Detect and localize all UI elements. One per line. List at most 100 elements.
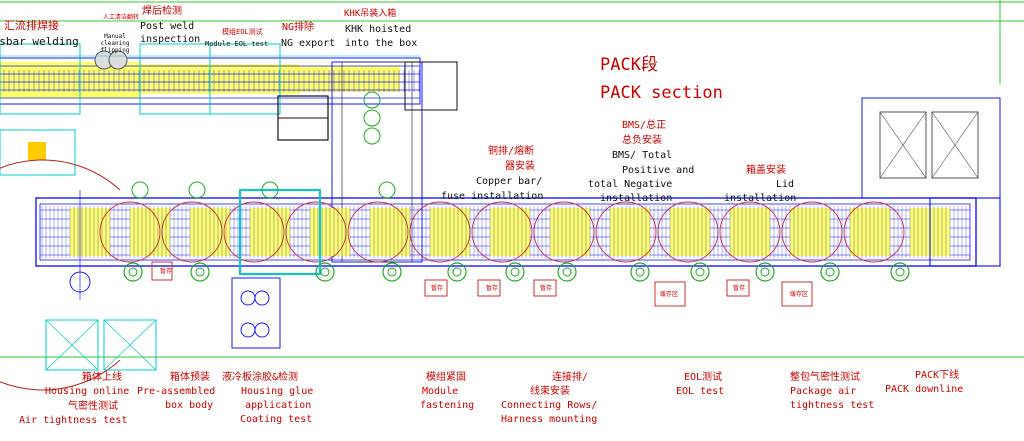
storage-box-label: 暂存 bbox=[733, 285, 746, 292]
robot-base bbox=[890, 262, 910, 282]
glue-application-cell bbox=[239, 189, 321, 275]
eol-cell bbox=[209, 43, 281, 115]
robot-base-top bbox=[378, 181, 396, 199]
storage-box bbox=[151, 261, 173, 281]
label-package-air-en2: tightness test bbox=[790, 400, 875, 411]
robot-base bbox=[557, 262, 577, 282]
label-fastening-en2: fastening bbox=[420, 400, 475, 411]
storage-box bbox=[654, 281, 686, 307]
glue-robot-base bbox=[231, 277, 281, 349]
air-tight-bay bbox=[103, 319, 157, 371]
air-tight-bay-cross bbox=[103, 319, 157, 371]
label-housing-online-cn: 箱体上线 bbox=[82, 372, 122, 383]
robot-base-inner bbox=[825, 267, 835, 277]
label-ng-cn: NG排除 bbox=[282, 22, 315, 33]
label-khk-en1: KHK hoisted bbox=[345, 24, 412, 35]
housing-turntable-arc bbox=[0, 159, 121, 391]
top-conveyor-yellow-c bbox=[300, 66, 400, 92]
station-circle bbox=[843, 201, 905, 263]
label-busbar-welding-en: busbar welding bbox=[0, 35, 79, 48]
glue-robot-joint bbox=[254, 322, 270, 338]
label-air-tight-cn: 气密性测试 bbox=[68, 401, 118, 412]
welding-aux bbox=[0, 129, 76, 176]
label-khk-cn: KHK吊装入箱 bbox=[344, 9, 397, 19]
downline-bay-cross bbox=[931, 111, 979, 179]
label-bms-en1: BMS/ Total bbox=[612, 150, 673, 161]
label-glue-cn: 液冷板涂胶&检测 bbox=[222, 372, 299, 383]
robot-base bbox=[315, 262, 335, 282]
label-copper-en1: Copper bar/ bbox=[476, 176, 543, 187]
label-bms-en4: installation bbox=[600, 193, 673, 204]
label-lid-en2: installation bbox=[724, 193, 797, 204]
label-glue-en3: Coating test bbox=[240, 414, 313, 425]
label-housing-online-en: Housing online bbox=[45, 386, 130, 397]
robot-base bbox=[190, 262, 210, 282]
robot-base bbox=[630, 262, 650, 282]
storage-box bbox=[726, 279, 750, 297]
robot-base bbox=[505, 262, 525, 282]
khk-box bbox=[404, 61, 458, 111]
label-preassembled-en2: box body bbox=[165, 400, 214, 411]
label-bms-en2: Positive and bbox=[622, 165, 695, 176]
label-ng-en: NG export bbox=[281, 38, 336, 49]
station-circle bbox=[719, 201, 781, 263]
label-glue-en2: application bbox=[245, 400, 312, 411]
station-circle bbox=[471, 201, 533, 263]
downline-gantry bbox=[861, 97, 1001, 199]
label-harness-en2: Harness mounting bbox=[501, 414, 598, 425]
welding-cell bbox=[0, 43, 81, 115]
manual-flip-robot bbox=[108, 50, 128, 70]
label-harness-cn1: 连接排/ bbox=[552, 372, 589, 383]
welding-aux-yellow bbox=[28, 142, 46, 160]
label-module-eol-cn: 模组EOL测试 bbox=[222, 28, 263, 36]
khk-gripper bbox=[363, 109, 381, 127]
robot-base-inner bbox=[635, 267, 645, 277]
label-air-tight-en: Air tightness test bbox=[19, 415, 128, 426]
robot-base bbox=[382, 262, 402, 282]
storage-box bbox=[533, 279, 557, 297]
robot-base-top bbox=[131, 181, 149, 199]
glue-robot-joint bbox=[240, 290, 256, 306]
robot-base-inner bbox=[895, 267, 905, 277]
station-circle bbox=[99, 201, 161, 263]
storage-box-label: 暂存 bbox=[540, 285, 553, 292]
downline-bay bbox=[931, 111, 979, 179]
label-pack-downline-en: PACK downline bbox=[885, 384, 964, 395]
station-circle bbox=[595, 201, 657, 263]
label-harness-cn2: 线束安装 bbox=[530, 386, 570, 397]
storage-box bbox=[424, 279, 448, 297]
storage-box bbox=[477, 279, 501, 297]
robot-base bbox=[123, 262, 143, 282]
storage-box-label: 暂存 bbox=[486, 285, 499, 292]
label-preassembled-en1: Pre-assembled bbox=[137, 386, 216, 397]
robot-base bbox=[690, 262, 710, 282]
label-bms-en3: total Negative bbox=[588, 179, 673, 190]
robot-base bbox=[755, 262, 775, 282]
main-conveyor-inner bbox=[39, 203, 971, 261]
label-lid-cn: 箱盖安装 bbox=[746, 165, 786, 176]
robot-base-inner bbox=[562, 267, 572, 277]
storage-box-label: 缓存区 bbox=[790, 291, 809, 298]
robot-base-inner bbox=[452, 267, 462, 277]
label-lid-en1: Lid bbox=[776, 179, 795, 190]
storage-box-label: 暂存 bbox=[431, 285, 444, 292]
robot-base-inner bbox=[760, 267, 770, 277]
label-package-air-cn: 整包气密性测试 bbox=[790, 372, 860, 383]
label-preassembled-cn: 箱体预装 bbox=[170, 372, 210, 383]
station-circle bbox=[223, 201, 285, 263]
air-tight-bay bbox=[45, 319, 99, 371]
label-package-air-en1: Package air bbox=[790, 386, 857, 397]
robot-base-inner bbox=[195, 267, 205, 277]
label-bms-cn1: BMS/总正 bbox=[622, 120, 667, 131]
label-fastening-cn: 模组紧固 bbox=[426, 372, 466, 383]
station-circle bbox=[347, 201, 409, 263]
robot-base bbox=[447, 262, 467, 282]
label-eol-cn: EOL测试 bbox=[684, 372, 723, 383]
storage-box-label: 缓存区 bbox=[660, 291, 679, 298]
label-harness-en1: Connecting Rows/ bbox=[501, 400, 598, 411]
label-module-eol-en: Module EOL test bbox=[205, 40, 269, 48]
downline-bay-cross bbox=[879, 111, 927, 179]
robot-base bbox=[820, 262, 840, 282]
